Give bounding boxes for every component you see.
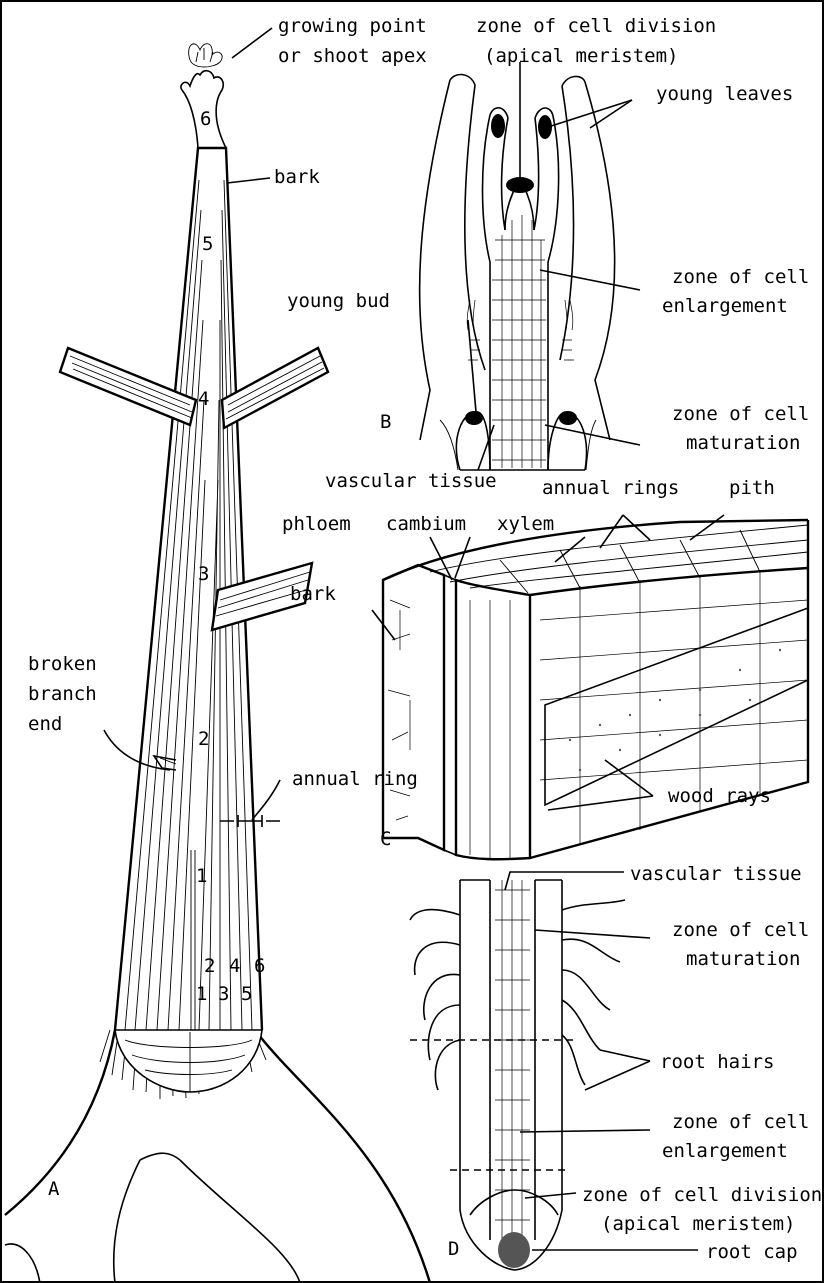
label-branch: branch	[28, 683, 97, 705]
label-vascular-tissue-d: vascular tissue	[630, 863, 802, 885]
ring-number-6: 6	[254, 955, 265, 977]
label-broken: broken	[28, 653, 97, 675]
panel-letter-b: B	[380, 411, 391, 433]
label-zone-cell-division-b: zone of cell division	[476, 15, 716, 37]
label-zone-cell-enlargement-b1: zone of cell	[672, 266, 809, 288]
ring-number-4: 4	[229, 955, 240, 977]
label-zone-cell-maturation-b1: zone of cell	[672, 403, 809, 425]
label-zone-cell-enlargement-d2: enlargement	[662, 1140, 788, 1162]
label-end: end	[28, 713, 62, 735]
label-zone-cell-division-d1: zone of cell division	[582, 1184, 822, 1206]
ring-number-2: 2	[204, 955, 215, 977]
trunk-number-6: 6	[200, 108, 211, 130]
label-bark-a: bark	[274, 166, 320, 188]
label-annual-rings: annual rings	[542, 477, 679, 499]
label-xylem: xylem	[497, 513, 554, 535]
label-wood-rays: wood rays	[668, 785, 771, 807]
ring-number-1: 1	[196, 983, 207, 1005]
panel-letter-d: D	[448, 1238, 459, 1260]
ring-number-3: 3	[218, 983, 229, 1005]
label-young-bud: young bud	[287, 290, 390, 312]
label-zone-cell-maturation-d2: maturation	[686, 948, 800, 970]
ring-number-5: 5	[241, 983, 252, 1005]
label-zone-cell-enlargement-b2: enlargement	[662, 295, 788, 317]
label-annual-ring: annual ring	[292, 768, 418, 790]
label-root-hairs: root hairs	[660, 1051, 774, 1073]
panel-letter-a: A	[48, 1178, 60, 1200]
trunk-number-5: 5	[202, 233, 213, 255]
label-bark-c: bark	[290, 583, 336, 605]
panel-letter-c: C	[380, 828, 391, 850]
label-apical-meristem-d: (apical meristem)	[601, 1213, 795, 1235]
label-zone-cell-maturation-b2: maturation	[686, 432, 800, 454]
trunk-number-4: 4	[198, 388, 209, 410]
label-growing-point: growing point	[278, 15, 427, 37]
label-vascular-tissue-b: vascular tissue	[325, 470, 497, 492]
label-pith: pith	[729, 477, 775, 499]
label-young-leaves: young leaves	[656, 83, 793, 105]
label-zone-cell-enlargement-d1: zone of cell	[672, 1111, 809, 1133]
trunk-number-1: 1	[196, 865, 207, 887]
trunk-number-2: 2	[198, 728, 209, 750]
label-shoot-apex: or shoot apex	[278, 45, 427, 67]
label-cambium: cambium	[386, 513, 466, 535]
label-zone-cell-maturation-d1: zone of cell	[672, 919, 809, 941]
label-phloem: phloem	[282, 513, 351, 535]
label-apical-meristem-b: (apical meristem)	[484, 45, 678, 67]
trunk-number-3: 3	[198, 563, 209, 585]
label-root-cap: root cap	[706, 1241, 798, 1263]
